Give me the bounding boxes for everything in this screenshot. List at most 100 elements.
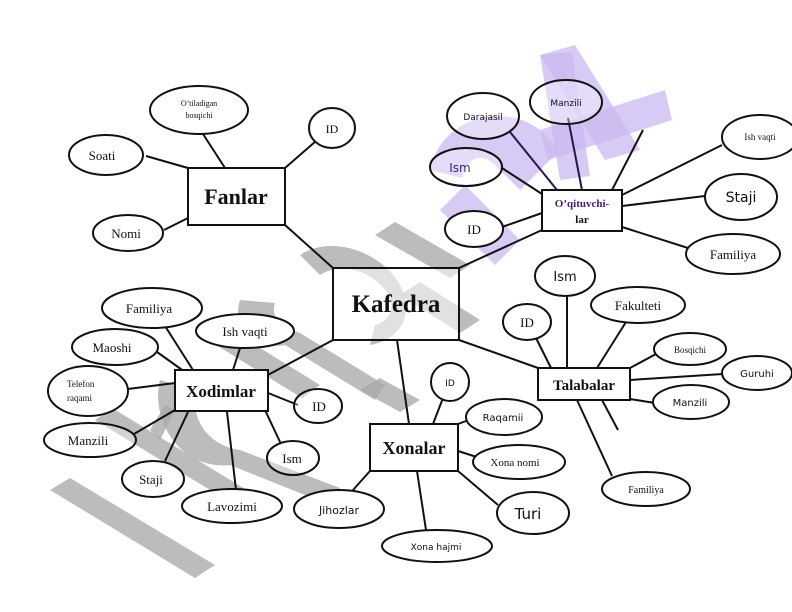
entity-talabalar[interactable]: Talabalar — [537, 367, 631, 401]
entity-oqituvchilar[interactable]: O’qituvchi- lar — [541, 189, 623, 232]
attribute-ellipse — [68, 134, 144, 176]
edge — [567, 117, 583, 191]
attribute-ta-ism[interactable]: Ism — [534, 255, 596, 297]
xodimlar-attribute-edges — [127, 325, 299, 491]
attribute-label: Familiya — [126, 301, 172, 316]
attribute-fanlar-id[interactable]: ID — [308, 107, 356, 149]
entity-box — [332, 267, 460, 341]
attribute-xo-id[interactable]: ID — [293, 388, 343, 424]
watermark-stroke — [50, 478, 215, 578]
attribute-label: Ish vaqti — [222, 324, 268, 339]
entity-kafedra[interactable]: Kafedra — [332, 267, 460, 341]
entity-label: Xodimlar — [186, 382, 256, 401]
attribute-oq-manzili[interactable]: Manzili — [529, 79, 603, 125]
attribute-label: Staji — [139, 472, 163, 487]
attribute-ta-guruhi[interactable]: Guruhi — [721, 355, 792, 391]
edge — [509, 131, 558, 191]
entity-label-line2: lar — [575, 214, 589, 226]
attribute-fanlar-soati[interactable]: Soati — [68, 134, 144, 176]
edge — [163, 217, 189, 231]
edge — [156, 351, 186, 373]
talabalar-attribute-edges — [534, 294, 724, 477]
attribute-oq-staji[interactable]: Staji — [704, 173, 778, 221]
entity-label: Fanlar — [204, 184, 268, 209]
attribute-label: Ism — [449, 161, 470, 175]
attribute-ellipse — [601, 471, 691, 507]
attribute-xo-maoshi[interactable]: Maoshi — [71, 328, 159, 366]
attribute-label: Ish vaqti — [744, 132, 776, 142]
attribute-oq-ishvaqti[interactable]: Ish vaqti — [721, 114, 792, 160]
entity-box — [369, 423, 459, 472]
entity-label: Xonalar — [383, 438, 446, 458]
attribute-oq-id[interactable]: ID — [444, 210, 504, 248]
attribute-otiladigan-bosqichi[interactable]: O’tiladigan bosqichi — [149, 85, 249, 135]
entity-fanlar[interactable]: Fanlar — [187, 167, 286, 226]
attribute-ellipse — [429, 147, 503, 187]
attribute-xo-lavozimi[interactable]: Lavozimi — [181, 488, 283, 524]
attribute-label: ID — [312, 399, 326, 414]
edge — [164, 325, 194, 371]
attribute-ellipse — [465, 398, 543, 436]
attribute-ellipse — [652, 384, 730, 420]
attribute-label: Xona hajmi — [411, 543, 462, 553]
attribute-ta-familiya[interactable]: Familiya — [601, 471, 691, 507]
attribute-label: Manzili — [673, 398, 708, 409]
edge — [534, 335, 552, 369]
watermark-stroke — [158, 380, 340, 505]
attribute-ta-fakulteti[interactable]: Fakulteti — [590, 286, 686, 324]
attribute-oq-darajasil[interactable]: Darajasil — [446, 92, 520, 140]
attribute-fanlar-nomi[interactable]: Nomi — [92, 214, 164, 252]
attribute-oq-ism[interactable]: Ism — [429, 147, 503, 187]
fanlar-attribute-edges — [145, 133, 317, 231]
attribute-label: Lavozimi — [207, 499, 257, 514]
attribute-label-line1: Telefon — [67, 379, 95, 389]
attribute-ellipse — [266, 440, 320, 476]
attribute-label: Darajasil — [463, 113, 502, 123]
entity-box — [541, 189, 623, 232]
attribute-ellipse — [195, 313, 295, 349]
attribute-xo-ism[interactable]: Ism — [266, 440, 320, 476]
attribute-label: Ism — [553, 270, 576, 285]
attribute-xo-manzili[interactable]: Manzili — [43, 422, 137, 458]
edge — [501, 167, 543, 195]
attribute-label-line2: bosqichi — [185, 111, 213, 120]
edge — [164, 411, 189, 462]
edge-kafedra-xodimlar — [265, 339, 334, 377]
attribute-label: Xona nomi — [490, 457, 539, 469]
attribute-oq-familiya[interactable]: Familiya — [685, 233, 781, 275]
attribute-ellipse — [590, 286, 686, 324]
attribute-xo-telefon-raqami[interactable]: Telefon raqami — [47, 365, 129, 417]
edge — [133, 409, 176, 435]
attribute-xn-xonanomi[interactable]: Xona nomi — [472, 444, 566, 480]
attribute-xo-ishvaqti[interactable]: Ish vaqti — [195, 313, 295, 349]
entity-label-line1: O’qituvchi- — [555, 198, 610, 210]
attribute-ta-id[interactable]: ID — [502, 303, 552, 341]
entity-label: Talabalar — [553, 378, 615, 394]
attribute-xn-turi[interactable]: Turi — [496, 491, 570, 535]
edge — [457, 420, 467, 425]
attribute-xn-xonahajmi[interactable]: Xona hajmi — [381, 529, 493, 563]
attribute-label: Manzili — [68, 433, 109, 448]
entity-box — [174, 369, 269, 412]
edge-kafedra-oqituvchilar — [458, 229, 543, 269]
attribute-xo-familiya[interactable]: Familiya — [101, 287, 203, 329]
edge — [226, 411, 237, 491]
entity-box — [537, 367, 631, 401]
edge — [501, 212, 543, 228]
attribute-ta-manzili[interactable]: Manzili — [652, 384, 730, 420]
attribute-ellipse — [181, 488, 283, 524]
entity-xonalar[interactable]: Xonalar — [369, 423, 459, 472]
attribute-ellipse — [446, 92, 520, 140]
attribute-ellipse — [293, 388, 343, 424]
attribute-xn-id[interactable]: ID — [430, 362, 470, 402]
attribute-xn-jihozlar[interactable]: Jihozlar — [293, 489, 385, 529]
attribute-xo-staji[interactable]: Staji — [121, 460, 185, 498]
attribute-ta-bosqichi[interactable]: Bosqichi — [653, 332, 727, 366]
attribute-label: Jihozlar — [318, 504, 360, 517]
attribute-label: ID — [467, 222, 481, 237]
attribute-xn-raqamii[interactable]: Raqamii — [465, 398, 543, 436]
entity-xodimlar[interactable]: Xodimlar — [174, 369, 269, 412]
edge — [621, 144, 723, 196]
watermark-stroke — [360, 378, 420, 412]
edge-kafedra-talabalar — [458, 339, 539, 369]
